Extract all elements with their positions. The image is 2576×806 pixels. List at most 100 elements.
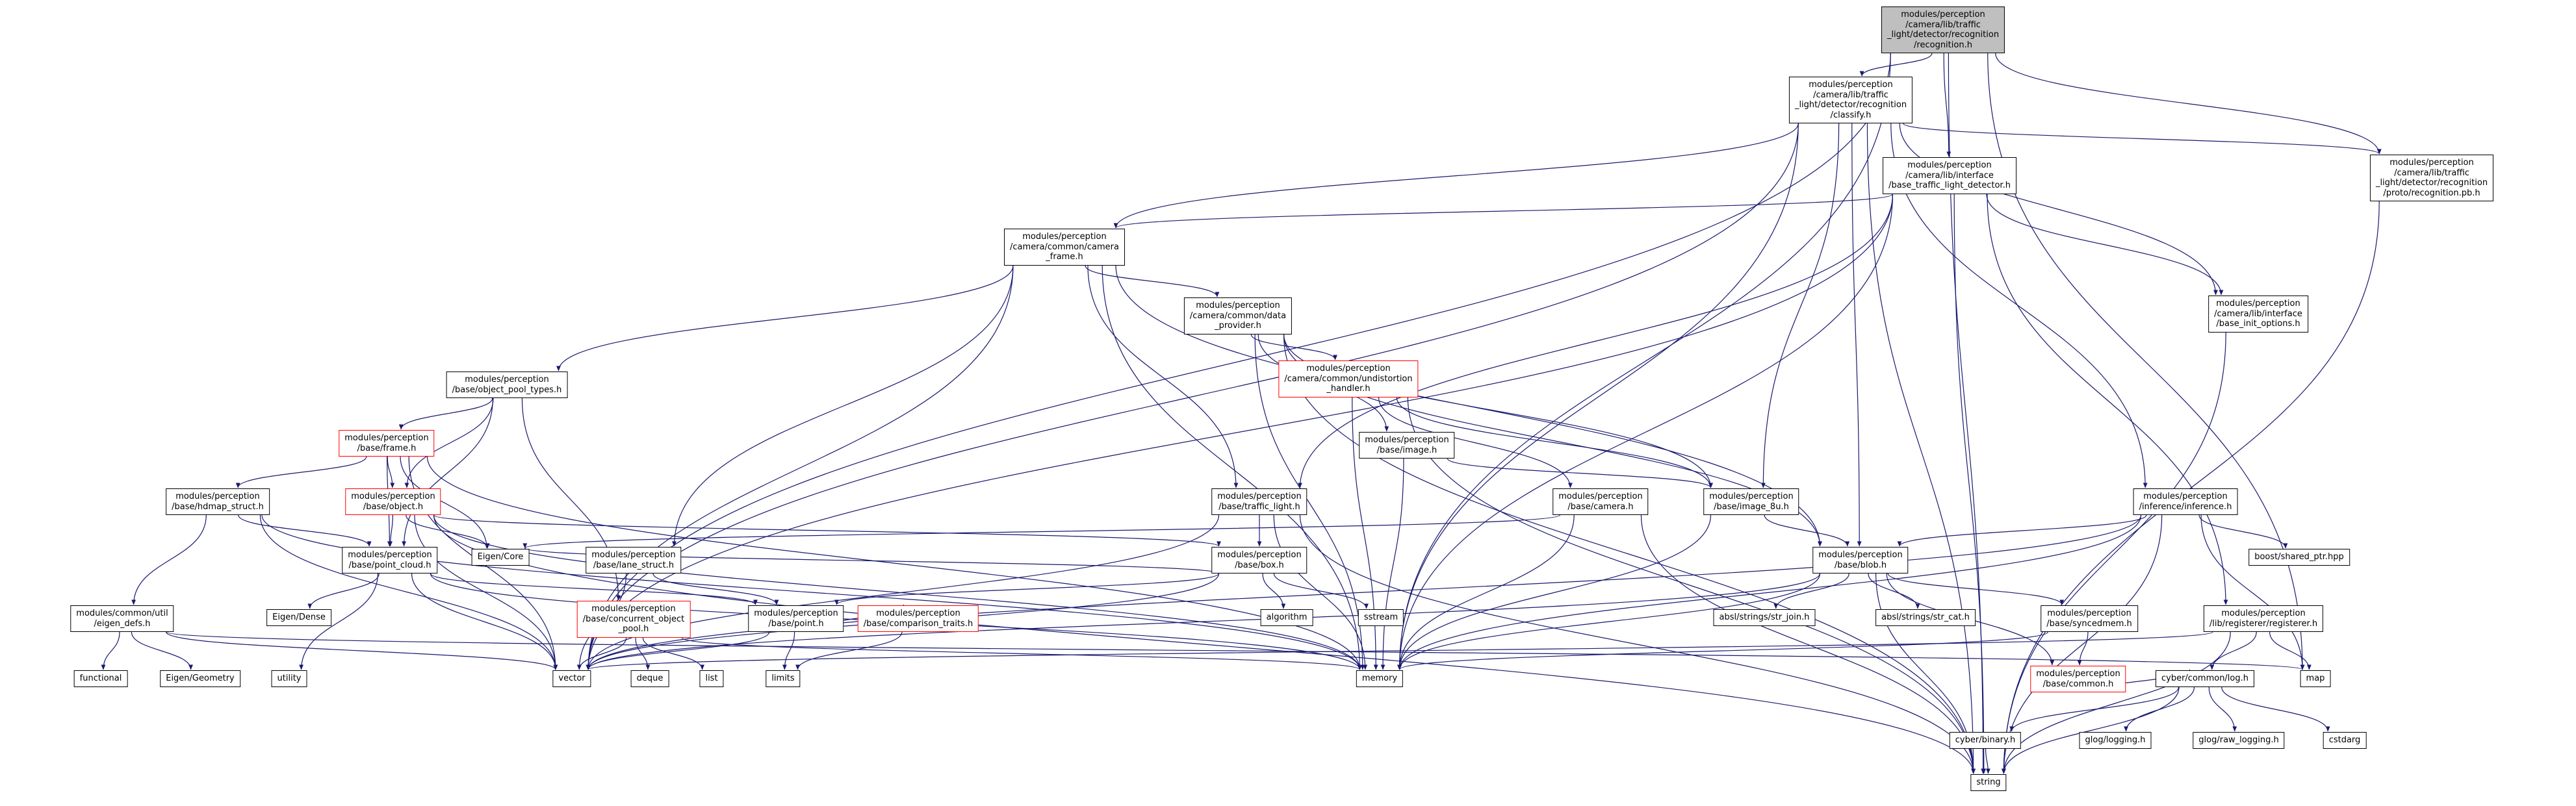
edge-blob-sm bbox=[1887, 573, 2065, 605]
edge-blob-vec bbox=[586, 573, 1821, 670]
graph-node-btld[interactable]: modules/perception /camera/lib/interface… bbox=[1883, 157, 2016, 194]
edge-box-sst bbox=[1273, 573, 1369, 609]
edge-log-bin bbox=[2009, 686, 2180, 732]
edge-tl-mem bbox=[1273, 514, 1368, 670]
edge-cam-mem bbox=[1397, 514, 1575, 670]
edge-reg-map bbox=[2269, 631, 2312, 670]
graph-node-img[interactable]: modules/perception /base/image.h bbox=[1359, 432, 1455, 459]
graph-node-tl[interactable]: modules/perception /base/traffic_light.h bbox=[1211, 488, 1307, 515]
graph-node-blob[interactable]: modules/perception /base/blob.h bbox=[1812, 547, 1909, 573]
edge-dp-mem bbox=[1254, 334, 1365, 670]
graph-node-lim: limits bbox=[766, 670, 801, 687]
edge-img-img8 bbox=[1447, 458, 1713, 488]
edge-cf-dp bbox=[1085, 265, 1220, 297]
edge-rec-pb bbox=[1995, 53, 2382, 155]
edge-pt-lim bbox=[782, 631, 795, 670]
edge-box-pt bbox=[834, 573, 1220, 605]
edge-frm-obj bbox=[387, 456, 395, 488]
edge-obj-vec bbox=[414, 514, 558, 670]
edge-obj-str bbox=[433, 514, 1976, 774]
edge-cls-str bbox=[1866, 123, 1976, 774]
graph-node-cam[interactable]: modules/perception /base/camera.h bbox=[1552, 488, 1649, 515]
edge-cam-str bbox=[1640, 514, 1976, 774]
graph-node-ed[interactable]: modules/common/util /eigen_defs.h bbox=[70, 605, 174, 632]
graph-node-inf[interactable]: modules/perception /inference/inference.… bbox=[2133, 488, 2238, 515]
edge-opt-frm bbox=[398, 397, 493, 430]
edge-btld-mem bbox=[1397, 194, 1894, 670]
graph-node-std: cstdarg bbox=[2323, 732, 2367, 749]
graph-node-ege: Eigen/Geometry bbox=[160, 670, 240, 687]
graph-node-pc[interactable]: modules/perception /base/point_cloud.h bbox=[342, 547, 438, 573]
graph-node-fun: functional bbox=[73, 670, 128, 687]
graph-node-deq: deque bbox=[630, 670, 669, 687]
edge-ed-vec bbox=[165, 631, 558, 670]
graph-node-sst: sstream bbox=[1358, 609, 1404, 626]
edge-opt-obj bbox=[404, 397, 494, 488]
graph-node-obj[interactable]: modules/perception /base/object.h bbox=[345, 488, 441, 515]
edge-hds-ed bbox=[131, 514, 207, 605]
graph-node-dp[interactable]: modules/perception /camera/common/data _… bbox=[1183, 297, 1293, 334]
edge-blob-mem bbox=[1397, 573, 1821, 670]
edge-cls-vec bbox=[586, 123, 1799, 670]
edge-btld-bio bbox=[1986, 194, 2224, 296]
graph-node-pt[interactable]: modules/perception /base/point.h bbox=[748, 605, 844, 632]
edge-pc-ede bbox=[307, 573, 380, 609]
edge-ls-pt bbox=[652, 573, 779, 605]
edge-cf-ls bbox=[672, 265, 1014, 547]
edge-ed-map bbox=[165, 631, 2304, 670]
graph-node-uh[interactable]: modules/perception /camera/common/undist… bbox=[1278, 360, 1419, 397]
graph-node-cop[interactable]: modules/perception /base/concurrent_obje… bbox=[576, 601, 691, 638]
graph-node-vec: vector bbox=[552, 670, 591, 687]
edge-cop-lst bbox=[642, 637, 704, 670]
graph-node-bin[interactable]: cyber/binary.h bbox=[1949, 732, 2022, 749]
graph-node-frm[interactable]: modules/perception /base/frame.h bbox=[339, 430, 435, 457]
edge-dp-img8 bbox=[1283, 334, 1713, 488]
edge-sm-mem bbox=[1397, 631, 2048, 670]
edge-frm-eco bbox=[400, 456, 489, 549]
graph-node-hds[interactable]: modules/perception /base/hdmap_struct.h bbox=[166, 488, 270, 515]
graph-node-sm[interactable]: modules/perception /base/syncedmem.h bbox=[2041, 605, 2138, 632]
edge-cls-pb bbox=[1903, 123, 2382, 155]
edge-log-graw bbox=[2208, 686, 2237, 732]
edge-cls-blob bbox=[1851, 123, 1862, 547]
graph-node-com[interactable]: modules/perception /base/common.h bbox=[2030, 666, 2126, 692]
edge-box-alg bbox=[1262, 573, 1286, 609]
graph-node-log[interactable]: cyber/common/log.h bbox=[2155, 670, 2255, 687]
graph-node-opt[interactable]: modules/perception /base/object_pool_typ… bbox=[446, 372, 568, 398]
edge-reg-log bbox=[2209, 631, 2257, 670]
edge-pc-pt bbox=[430, 573, 758, 605]
edge-cls-bio bbox=[1899, 123, 2218, 296]
edge-cop-mem bbox=[681, 637, 1362, 670]
graph-node-alg: algorithm bbox=[1260, 609, 1313, 626]
graph-node-ct[interactable]: modules/perception /base/comparison_trai… bbox=[857, 605, 979, 632]
edge-bin-str bbox=[1985, 748, 1990, 774]
edge-box-eco bbox=[522, 548, 1220, 574]
edge-btld-vec bbox=[586, 194, 1894, 670]
edge-cf-vec bbox=[586, 265, 1014, 670]
graph-node-box[interactable]: modules/perception /base/box.h bbox=[1211, 547, 1307, 573]
graph-node-graw: glog/raw_logging.h bbox=[2193, 732, 2285, 749]
edge-img8-blob bbox=[1764, 514, 1850, 547]
edge-hds-mem bbox=[261, 514, 1362, 670]
graph-node-glog: glog/logging.h bbox=[2079, 732, 2152, 749]
edge-inf-map bbox=[2200, 514, 2305, 670]
edge-inf-blob bbox=[1897, 514, 2147, 547]
edge-cls-img8 bbox=[1760, 123, 1840, 488]
graph-node-pb[interactable]: modules/perception /camera/lib/traffic _… bbox=[2369, 155, 2494, 201]
graph-node-cf[interactable]: modules/perception /camera/common/camera… bbox=[1004, 229, 1125, 266]
edge-reg-vec bbox=[586, 631, 2213, 670]
edge-ed-ege bbox=[131, 631, 193, 670]
edge-inf-boost bbox=[2198, 514, 2288, 549]
edge-cls-cf bbox=[1113, 123, 1799, 229]
edge-log-std bbox=[2221, 686, 2330, 732]
edge-uh-str bbox=[1407, 397, 1976, 774]
graph-node-ls[interactable]: modules/perception /base/lane_struct.h bbox=[586, 547, 682, 573]
edge-log-str bbox=[2002, 686, 2180, 774]
edge-pb-str bbox=[2001, 201, 2380, 774]
graph-node-cls[interactable]: modules/perception /camera/lib/traffic _… bbox=[1788, 77, 1913, 123]
graph-node-bio[interactable]: modules/perception /camera/lib/interface… bbox=[2208, 296, 2308, 333]
edge-hds-vec bbox=[259, 514, 558, 670]
graph-node-img8[interactable]: modules/perception /base/image_8u.h bbox=[1703, 488, 1799, 515]
graph-node-reg[interactable]: modules/perception /lib/registerer/regis… bbox=[2203, 605, 2324, 632]
